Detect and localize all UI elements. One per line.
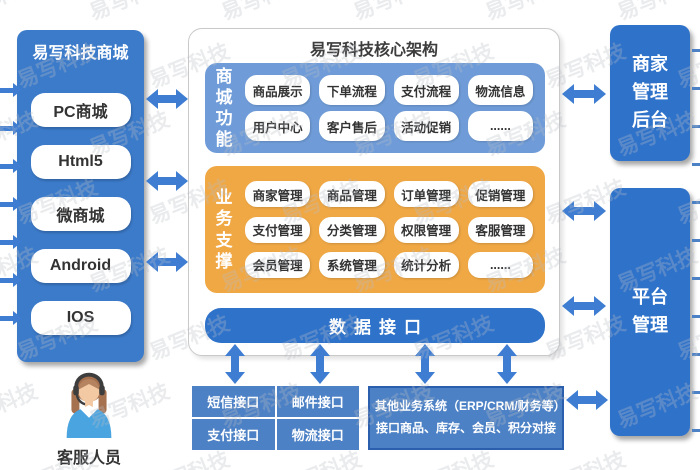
left-edge-arrow-stub	[0, 121, 22, 135]
interface-cell-mail: 邮件接口	[276, 386, 359, 417]
arrow-data-external-2	[496, 344, 518, 384]
right-edge-connector-dash	[692, 353, 700, 356]
arrow-data-mail	[309, 344, 331, 384]
left-edge-arrow-stub	[0, 159, 22, 173]
data-interface-bar: 数据接口	[205, 308, 545, 343]
function-pill: 下单流程	[319, 75, 385, 105]
sidebar-item-html5: Html5	[30, 145, 131, 179]
external-systems-line2: 接口商品、库存、会员、积分对接	[375, 421, 556, 435]
support-pill: ......	[467, 251, 533, 278]
external-systems-line1: 其他业务系统（ERP/CRM/财务等）	[375, 399, 566, 414]
support-pill: 权限管理	[393, 216, 459, 243]
merchant-admin-panel: 商家管理后台	[610, 25, 690, 161]
function-pill: 商品展示	[245, 75, 311, 105]
sidebar-item-wei-mall: 微商城	[30, 197, 131, 231]
arrow-main-platform-1	[562, 201, 606, 221]
support-pill: 统计分析	[393, 251, 459, 278]
left-edge-arrow-stub	[0, 83, 22, 97]
right-edge-connector-dash	[692, 163, 700, 166]
right-edge-connector-dash	[692, 201, 700, 204]
interface-cell-sms: 短信接口	[192, 386, 275, 417]
watermark-text: 易写科技	[84, 0, 173, 27]
support-pill: 商品管理	[319, 181, 385, 208]
interface-grid: 短信接口 邮件接口 支付接口 物流接口	[192, 386, 359, 450]
right-edge-connector-dash	[692, 315, 700, 318]
arrow-main-merchant-admin	[562, 84, 606, 104]
arrow-sidebar-main-1	[146, 89, 188, 109]
left-edge-arrow-stub	[0, 235, 22, 249]
right-edge-connector-dash	[692, 125, 700, 128]
support-pill: 会员管理	[245, 251, 311, 278]
support-pill: 促销管理	[467, 181, 533, 208]
function-pill: 支付流程	[393, 75, 459, 105]
interface-cell-logistics: 物流接口	[276, 419, 359, 450]
support-pill: 商家管理	[245, 181, 311, 208]
left-edge-arrow-stub	[0, 311, 22, 325]
core-architecture-title: 易写科技核心架构	[309, 42, 438, 59]
function-pill: 活动促销	[393, 111, 459, 141]
function-pill: 客户售后	[319, 111, 385, 141]
arrow-data-sms	[224, 344, 246, 384]
support-pill: 客服管理	[467, 216, 533, 243]
support-pill: 订单管理	[393, 181, 459, 208]
sidebar-item-pc-mall: PC商城	[30, 93, 131, 127]
customer-service-label: 客服人员	[56, 450, 121, 467]
right-edge-connector-dash	[692, 429, 700, 432]
arrow-main-platform-2	[562, 296, 606, 316]
customer-service-agent-icon	[66, 372, 112, 438]
arrow-external-platform	[566, 390, 608, 410]
right-edge-connector-dash	[692, 277, 700, 280]
support-pill: 分类管理	[319, 216, 385, 243]
arrow-sidebar-main-2	[146, 171, 188, 191]
right-edge-connector-dash	[692, 391, 700, 394]
arrow-sidebar-main-3	[146, 252, 188, 272]
watermark-text: 易写科技	[480, 0, 569, 27]
business-support-section: 业务支撑 商家管理 商品管理 订单管理 促销管理 支付管理 分类管理 权限管理 …	[205, 166, 545, 293]
watermark-text: 易写科技	[348, 0, 437, 27]
sidebar-item-ios: IOS	[30, 301, 131, 335]
right-edge-connector-dash	[692, 87, 700, 90]
right-edge-connector-dash	[692, 239, 700, 242]
watermark-text: 易写科技	[612, 0, 700, 27]
right-edge-connector-dash	[692, 49, 700, 52]
core-architecture-panel: 易写科技核心架构 商城功能 商品展示 下单流程 支付流程 物流信息 用户中心 客…	[188, 28, 560, 356]
function-pill: ......	[467, 111, 533, 141]
platform-admin-panel: 平台管理	[610, 188, 690, 436]
function-pill: 用户中心	[245, 111, 311, 141]
sidebar-item-android: Android	[30, 249, 131, 283]
watermark-text: 易写科技	[216, 0, 305, 27]
watermark-text: 易写科技	[672, 443, 700, 470]
support-pill: 支付管理	[245, 216, 311, 243]
watermark-text: 易写科技	[0, 0, 42, 27]
function-pill: 物流信息	[467, 75, 533, 105]
arrow-data-external-1	[414, 344, 436, 384]
watermark-text: 易写科技	[0, 379, 41, 433]
interface-cell-payment: 支付接口	[192, 419, 275, 450]
external-systems-panel: 其他业务系统（ERP/CRM/财务等） 接口商品、库存、会员、积分对接	[368, 386, 566, 450]
mall-functions-section: 商城功能 商品展示 下单流程 支付流程 物流信息 用户中心 客户售后 活动促销 …	[205, 63, 545, 153]
left-edge-arrow-stub	[0, 197, 22, 211]
customer-service: 客服人员	[46, 372, 132, 468]
mall-clients-title: 易写科技商城	[32, 45, 129, 62]
support-pill: 系统管理	[319, 251, 385, 278]
platform-admin-label: 平台管理	[631, 287, 668, 335]
left-edge-arrow-stub	[0, 273, 22, 287]
merchant-admin-label: 商家管理后台	[631, 54, 668, 130]
business-support-label: 业务支撑	[215, 188, 233, 271]
mall-clients-panel: 易写科技商城 PC商城 Html5 微商城 Android IOS	[17, 30, 144, 362]
mall-functions-label: 商城功能	[215, 66, 233, 150]
